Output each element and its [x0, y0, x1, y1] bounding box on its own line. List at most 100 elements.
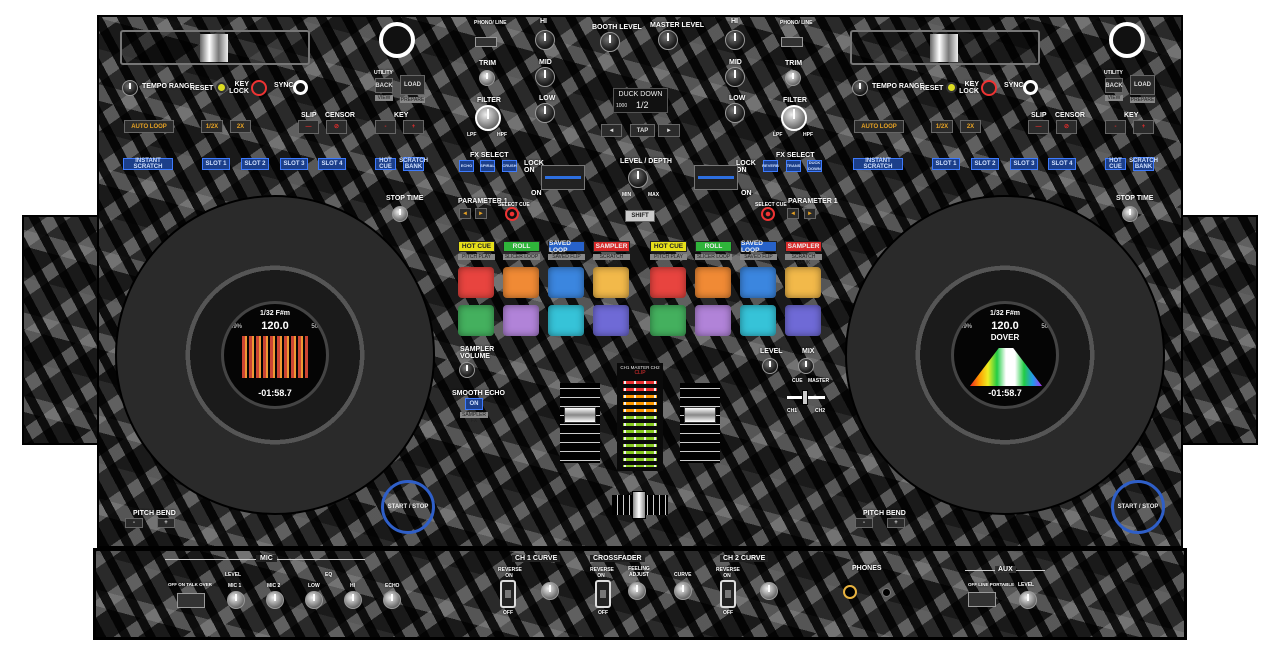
needle-search-ring[interactable]	[1109, 22, 1145, 58]
ch1-fx-paddle[interactable]	[541, 165, 585, 190]
ch1-performance-pad-5[interactable]	[458, 305, 494, 336]
fx-spiral-button[interactable]: SPIRAL	[480, 160, 495, 172]
ch2-performance-pad-3[interactable]	[740, 267, 776, 298]
slot-2-button[interactable]: SLOT 2	[971, 158, 999, 170]
load-button[interactable]: LOAD	[1130, 75, 1155, 95]
fx-duck-down-button[interactable]: DUCK DOWN	[807, 160, 822, 172]
loop-double-button[interactable]: 2X	[960, 120, 981, 133]
reset-button[interactable]	[216, 82, 227, 93]
pitch-bend-plus-button[interactable]: +	[157, 518, 175, 528]
slip-button[interactable]: —	[298, 120, 319, 134]
ch1-trim-knob[interactable]	[479, 70, 495, 86]
ch2-hi-knob[interactable]	[725, 30, 745, 50]
ch2-performance-pad-1[interactable]	[650, 267, 686, 298]
ch1-roll-mode-button[interactable]: ROLL	[503, 241, 540, 252]
headphone-level-knob[interactable]	[762, 358, 778, 374]
ch1-phono-line-switch[interactable]	[475, 37, 497, 47]
ch1-performance-pad-1[interactable]	[458, 267, 494, 298]
ch1-performance-pad-4[interactable]	[593, 267, 629, 298]
shift-button[interactable]: SHIFT	[625, 210, 655, 222]
ch1-hot-cue-mode-button[interactable]: HOT CUE	[458, 241, 495, 252]
instant-scratch-button[interactable]: INSTANT SCRATCH	[123, 158, 173, 170]
ch1-parameter-left-button[interactable]: ◄	[459, 208, 471, 219]
auto-loop-button[interactable]: AUTO LOOP	[124, 120, 174, 133]
key-lock-button[interactable]	[981, 80, 997, 96]
key-lock-button[interactable]	[251, 80, 267, 96]
ch2-sampler-mode-button[interactable]: SAMPLER	[785, 241, 822, 252]
mic-echo-knob[interactable]	[383, 591, 401, 609]
ch2-select-cue-button[interactable]	[761, 207, 775, 221]
scratch-bank-button[interactable]: SCRATCH BANK	[1129, 157, 1158, 171]
instant-scratch-button[interactable]: INSTANT SCRATCH	[853, 158, 903, 170]
fx-reverb-button[interactable]: REVERB	[762, 160, 779, 172]
ch1-performance-pad-8[interactable]	[593, 305, 629, 336]
key-minus-button[interactable]: -	[1105, 120, 1126, 134]
ch2-low-knob[interactable]	[725, 103, 745, 123]
ch1-hi-knob[interactable]	[535, 30, 555, 50]
ch2-trim-knob[interactable]	[785, 70, 801, 86]
tempo-range-knob[interactable]	[122, 80, 138, 96]
ch2-phono-line-switch[interactable]	[781, 37, 803, 47]
jog-wheel[interactable]: 1/32 F#m 120.0 99% 50 -01:58.7	[115, 195, 435, 515]
mini-crossfader[interactable]	[787, 390, 825, 405]
slot-1-button[interactable]: SLOT 1	[932, 158, 960, 170]
smooth-echo-on-button[interactable]: ON	[465, 398, 483, 410]
beat-right-button[interactable]: ►	[658, 124, 680, 137]
start-stop-button[interactable]: START / STOP	[381, 480, 435, 534]
aux-input-switch[interactable]	[968, 592, 996, 607]
loop-half-button[interactable]: 1/2X	[201, 120, 223, 133]
ch1-reverse-switch[interactable]	[500, 580, 516, 608]
stop-time-knob[interactable]	[1122, 206, 1138, 222]
loop-half-button[interactable]: 1/2X	[931, 120, 953, 133]
ch1-performance-pad-3[interactable]	[548, 267, 584, 298]
jog-wheel[interactable]: 1/32 F#m 120.0 99% 50 DOVER -01:58.7	[845, 195, 1165, 515]
aux-level-knob[interactable]	[1019, 591, 1037, 609]
hot-cue-button[interactable]: HOT CUE	[1105, 158, 1126, 170]
ch1-low-knob[interactable]	[535, 103, 555, 123]
pitch-bend-minus-button[interactable]: -	[855, 518, 873, 528]
ch1-saved-loop-mode-button[interactable]: SAVED LOOP	[548, 240, 585, 254]
sampler-volume-knob[interactable]	[459, 362, 475, 378]
slot-3-button[interactable]: SLOT 3	[1010, 158, 1038, 170]
ch1-filter-knob[interactable]	[475, 105, 501, 131]
key-plus-button[interactable]: +	[403, 120, 424, 134]
level-depth-knob[interactable]	[628, 168, 648, 188]
ch2-hot-cue-mode-button[interactable]: HOT CUE	[650, 241, 687, 252]
censor-button[interactable]: ⊘	[326, 120, 347, 134]
ch2-saved-loop-mode-button[interactable]: SAVED LOOP	[740, 240, 777, 254]
mic1-level-knob[interactable]	[227, 591, 245, 609]
ch1-curve-knob[interactable]	[541, 582, 559, 600]
beat-left-button[interactable]: ◄	[601, 124, 622, 137]
back-button[interactable]: BACK	[375, 78, 393, 93]
ch1-performance-pad-2[interactable]	[503, 267, 539, 298]
slot-1-button[interactable]: SLOT 1	[202, 158, 230, 170]
fx-trans-button[interactable]: TRANS	[786, 160, 801, 172]
crossfader-reverse-switch[interactable]	[595, 580, 611, 608]
sync-button[interactable]	[1023, 80, 1038, 95]
booth-level-knob[interactable]	[600, 32, 620, 52]
ch2-filter-knob[interactable]	[781, 105, 807, 131]
slip-button[interactable]: —	[1028, 120, 1049, 134]
crossfader-curve-knob[interactable]	[674, 582, 692, 600]
ch2-performance-pad-6[interactable]	[695, 305, 731, 336]
ch1-mid-knob[interactable]	[535, 67, 555, 87]
ch1-sampler-mode-button[interactable]: SAMPLER	[593, 241, 630, 252]
scratch-bank-button[interactable]: SCRATCH BANK	[399, 157, 428, 171]
slot-3-button[interactable]: SLOT 3	[280, 158, 308, 170]
fx-crush-button[interactable]: CRUSH	[502, 160, 517, 172]
feeling-adjust-knob[interactable]	[628, 582, 646, 600]
ch2-performance-pad-7[interactable]	[740, 305, 776, 336]
master-level-knob[interactable]	[658, 30, 678, 50]
ch2-parameter-left-button[interactable]: ◄	[787, 208, 799, 219]
slot-4-button[interactable]: SLOT 4	[1048, 158, 1076, 170]
phones-jack-large[interactable]	[843, 585, 857, 599]
crossfader[interactable]	[612, 491, 668, 519]
ch1-select-cue-button[interactable]	[505, 207, 519, 221]
ch1-parameter-right-button[interactable]: ►	[475, 208, 487, 219]
key-plus-button[interactable]: +	[1133, 120, 1154, 134]
back-button[interactable]: BACK	[1105, 78, 1123, 93]
stop-time-knob[interactable]	[392, 206, 408, 222]
pitch-bend-plus-button[interactable]: +	[887, 518, 905, 528]
slot-2-button[interactable]: SLOT 2	[241, 158, 269, 170]
tap-button[interactable]: TAP	[630, 124, 655, 137]
